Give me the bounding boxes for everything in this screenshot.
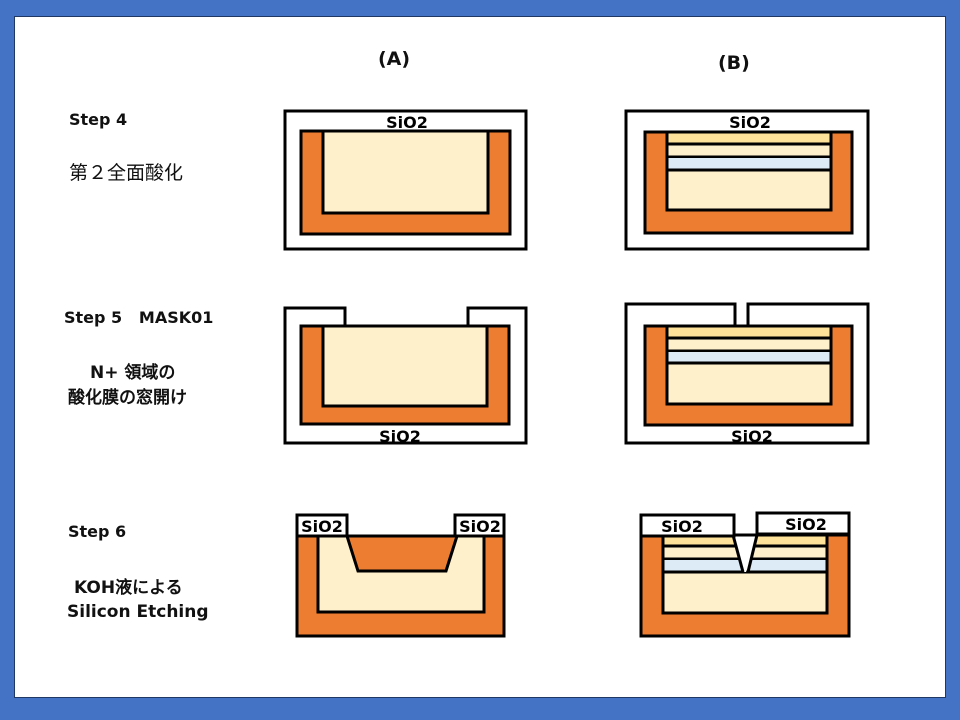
step5-a-cross-section: SiO2 bbox=[283, 306, 528, 446]
sio2-label: SiO2 bbox=[729, 113, 771, 132]
column-header-a: (A) bbox=[378, 48, 411, 70]
blue-layer bbox=[667, 352, 831, 362]
silicon-region bbox=[321, 324, 489, 408]
sio2-label: SiO2 bbox=[386, 113, 428, 132]
step6-a-cross-section: SiO2 SiO2 bbox=[295, 513, 506, 638]
blue-layer bbox=[667, 158, 831, 169]
top-layer bbox=[667, 326, 831, 337]
blue-layer-left bbox=[663, 560, 742, 571]
sio2-label: SiO2 bbox=[379, 427, 421, 446]
step4-description: 第２全面酸化 bbox=[69, 162, 184, 184]
step5-description-line2: 酸化膜の窓開け bbox=[68, 388, 187, 408]
sio2-label-right: SiO2 bbox=[459, 517, 501, 536]
sio2-label-left: SiO2 bbox=[661, 517, 703, 536]
sio2-mask-left bbox=[639, 513, 736, 538]
step4-a-cross-section: SiO2 bbox=[283, 109, 528, 251]
column-header-b: (B) bbox=[718, 52, 750, 74]
step5-title: Step 5 MASK01 bbox=[64, 308, 214, 327]
sio2-mask-left bbox=[295, 513, 349, 538]
step5-b-cross-section: SiO2 bbox=[624, 302, 870, 446]
step6-b-cross-section: SiO2 SiO2 bbox=[639, 511, 851, 638]
sio2-mask-right bbox=[755, 511, 851, 536]
silicon-region bbox=[321, 129, 490, 215]
top-layer-left bbox=[663, 535, 737, 546]
sio2-label: SiO2 bbox=[731, 427, 773, 446]
step6-description-line1: KOH液による bbox=[74, 578, 183, 598]
step6-title: Step 6 bbox=[68, 522, 127, 541]
blue-layer-right bbox=[750, 560, 827, 571]
sio2-label-left: SiO2 bbox=[301, 517, 343, 536]
v-groove bbox=[733, 535, 757, 572]
sio2-label-right: SiO2 bbox=[785, 515, 827, 534]
step5-description-line1: N+ 領域の bbox=[90, 363, 176, 383]
sio2-mask-right bbox=[453, 513, 506, 538]
top-layer-right bbox=[755, 535, 827, 546]
top-layer bbox=[667, 132, 831, 144]
step4-title: Step 4 bbox=[69, 110, 128, 129]
step6-description-line2: Silicon Etching bbox=[67, 602, 209, 622]
step4-b-cross-section: SiO2 bbox=[624, 109, 870, 251]
